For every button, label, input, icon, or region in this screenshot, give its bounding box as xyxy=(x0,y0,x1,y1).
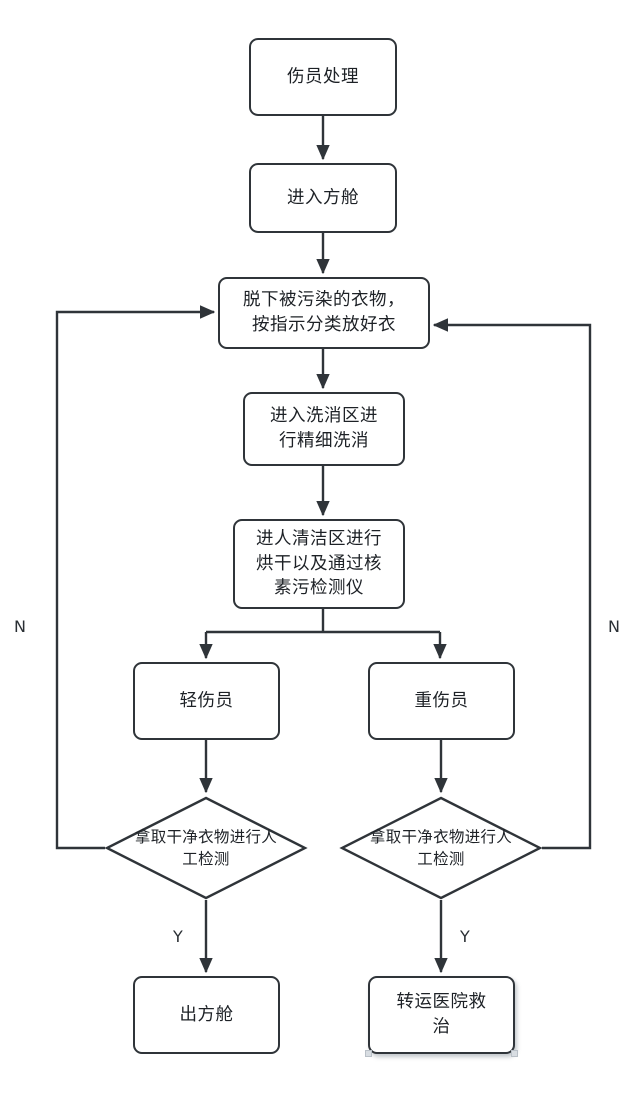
edge-d2-n3-loop xyxy=(432,318,592,850)
node-remove-contaminated-clothing[interactable]: 脱下被污染的衣物， 按指示分类放好衣 xyxy=(218,277,430,349)
edge-label-y-left: Y xyxy=(173,927,184,946)
node-severe-injury[interactable]: 重伤员 xyxy=(368,662,515,740)
selection-handle-bottom-right[interactable] xyxy=(511,1050,518,1057)
decision-manual-check-minor[interactable]: 拿取干净衣物进行人 工检测 xyxy=(104,796,308,900)
edge-d1-n3-loop xyxy=(55,305,216,850)
node-exit-cabin[interactable]: 出方舱 xyxy=(133,976,280,1054)
node-decontamination-zone[interactable]: 进入洗消区进 行精细洗消 xyxy=(243,392,405,466)
node-enter-cabin[interactable]: 进入方舱 xyxy=(249,163,397,233)
node-clean-zone-drying-detection[interactable]: 进人清洁区进行 烘干以及通过核 素污检测仪 xyxy=(233,519,405,609)
edge-label-y-right: Y xyxy=(460,927,471,946)
node-transfer-to-hospital[interactable]: 转运医院救 治 xyxy=(368,976,515,1054)
edge-label-n-left: N xyxy=(14,617,27,636)
decision-manual-check-severe[interactable]: 拿取干净衣物进行人 工检测 xyxy=(339,796,543,900)
edge-label-n-right: N xyxy=(608,617,621,636)
node-minor-injury[interactable]: 轻伤员 xyxy=(133,662,280,740)
selection-handle-bottom-left[interactable] xyxy=(365,1050,372,1057)
node-casualty-handling[interactable]: 伤员处理 xyxy=(249,38,397,116)
